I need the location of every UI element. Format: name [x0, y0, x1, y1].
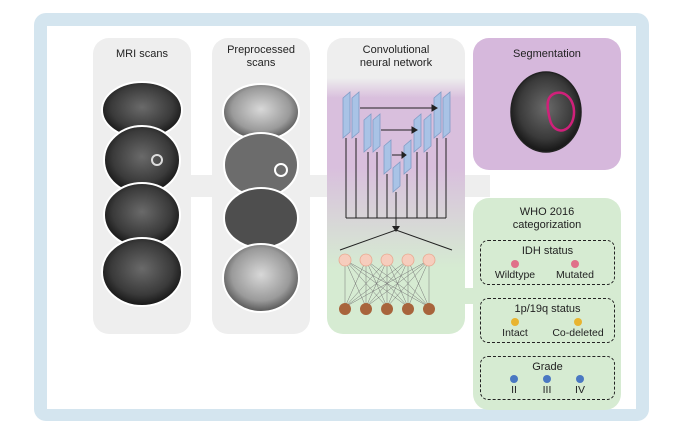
decoder-block [423, 113, 432, 153]
grade-iv-dot [576, 375, 584, 383]
fc-node [380, 253, 394, 267]
fc-node [422, 253, 436, 267]
idh-status-title: IDH status [521, 245, 574, 257]
segmented-brain [510, 71, 582, 153]
grade-iv-label: IV [575, 384, 585, 396]
bottleneck-block [392, 161, 401, 193]
idh-mutated-label: Mutated [556, 269, 594, 281]
skip-connections [360, 104, 438, 159]
panel-title: MRI scans [116, 48, 168, 60]
idh-mutated-dot [571, 260, 579, 268]
input-nodes [338, 253, 436, 267]
codel-codeleted-dot [574, 318, 582, 326]
feature-lines [339, 138, 453, 251]
panel-who-categorization: WHO 2016 categorization [473, 198, 621, 410]
codel-codeleted-label: Co-deleted [552, 327, 604, 339]
panel-title: WHO 2016 categorization [512, 206, 582, 231]
preprocessed-slice [222, 83, 300, 141]
unet-architecture [342, 91, 451, 193]
grade-iii-label: III [542, 384, 552, 396]
decoder-block [442, 91, 451, 139]
idh-wildtype-dot [511, 260, 519, 268]
encoder-block [363, 113, 372, 153]
panel-title: Preprocessed scans [227, 44, 295, 69]
grade-iii-dot [543, 375, 551, 383]
fc-node [338, 253, 352, 267]
fc-node [359, 253, 373, 267]
segmentation-image [510, 71, 582, 153]
preprocessed-slice [223, 187, 299, 249]
idh-wildtype-label: Wildtype [494, 269, 536, 281]
codel-intact-dot [511, 318, 519, 326]
panel-title: Segmentation [513, 48, 581, 60]
decoder-block [403, 139, 412, 175]
fully-connected-edges [344, 259, 430, 308]
fc-node [423, 303, 435, 315]
fc-node [339, 303, 351, 315]
grade-ii-dot [510, 375, 518, 383]
idh-status-box: IDH status [480, 240, 615, 285]
mri-slice [101, 237, 183, 307]
preprocessed-slice [222, 243, 300, 313]
encoder-block [372, 113, 381, 153]
panel-title: Convolutional neural network [359, 44, 433, 69]
fc-node [402, 303, 414, 315]
fc-node [401, 253, 415, 267]
encoder-block [383, 139, 392, 175]
preprocessed-scan-stack [222, 83, 300, 313]
mri-scan-stack [101, 81, 183, 307]
decoder-block [413, 113, 422, 153]
grade-ii-label: II [511, 384, 517, 396]
codel-intact-label: Intact [502, 327, 528, 339]
output-nodes [339, 303, 435, 315]
tumor-spot [151, 154, 163, 166]
merge-arrow [392, 226, 400, 232]
tumor-spot [274, 163, 288, 177]
fc-node [360, 303, 372, 315]
grade-box: Grade [480, 356, 615, 400]
fc-node [381, 303, 393, 315]
encoder-block [351, 91, 360, 139]
codel-status-box: 1p/19q status [480, 298, 615, 343]
codel-status-title: 1p/19q status [514, 303, 581, 315]
decoder-block [433, 91, 442, 139]
encoder-block [342, 91, 351, 139]
tumor-outline [546, 91, 576, 132]
grade-title: Grade [532, 361, 563, 373]
